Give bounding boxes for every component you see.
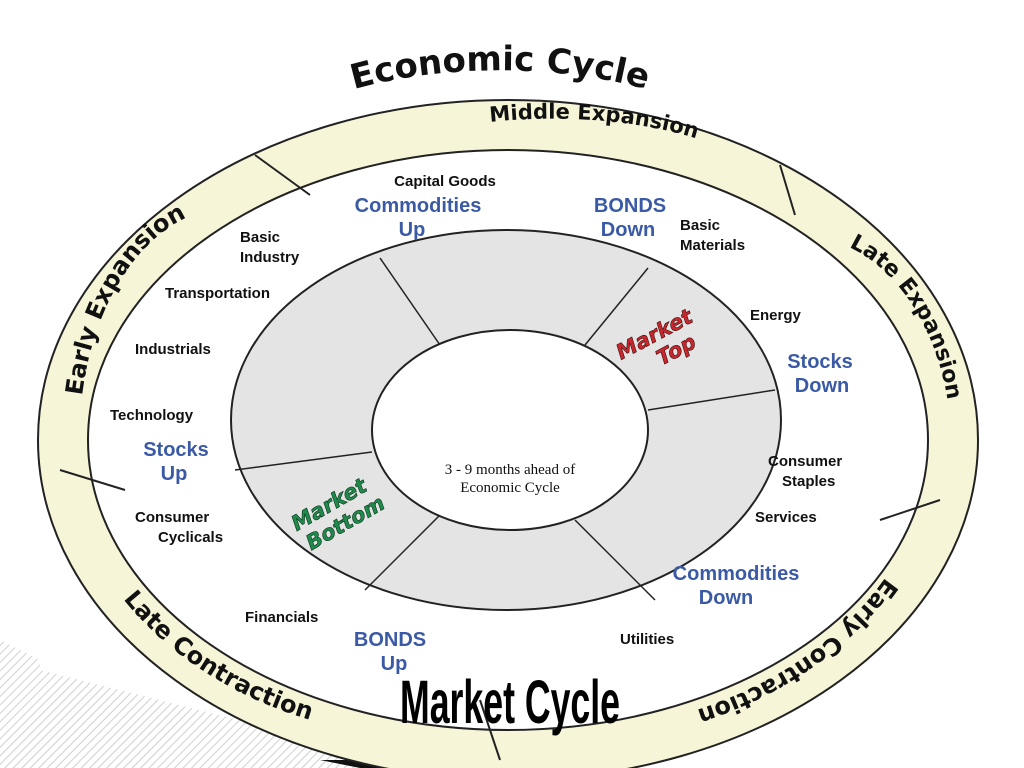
signal-commodities-up-line2: Up: [399, 219, 426, 241]
signal-stocks-down-line2: Down: [795, 375, 849, 397]
signal-bonds-up-line1: BONDS: [354, 629, 426, 651]
sector-basic-industry-line2: Industry: [240, 249, 300, 266]
signal-bonds-down-line1: BONDS: [594, 195, 666, 217]
sector-energy: Energy: [750, 307, 802, 324]
signal-stocks-down-line1: Stocks: [787, 351, 853, 373]
signal-bonds-up-line2: Up: [381, 653, 408, 675]
sector-consumer-cyclicals-line2: Cyclicals: [158, 529, 223, 546]
sector-financials: Financials: [245, 609, 318, 626]
sector-basic-materials-line1: Basic: [680, 217, 720, 234]
sector-services: Services: [755, 509, 817, 526]
sector-capital-goods: Capital Goods: [394, 173, 496, 190]
sector-industrials: Industrials: [135, 341, 211, 358]
center-subtitle-line1: 3 - 9 months ahead of: [445, 462, 575, 478]
signal-stocks-up-line2: Up: [161, 463, 188, 485]
sector-consumer-cyclicals-line1: Consumer: [135, 509, 209, 526]
signal-bonds-down-line2: Down: [601, 219, 655, 241]
sector-transportation: Transportation: [165, 285, 270, 302]
sector-consumer-staples-line2: Staples: [782, 473, 835, 490]
signal-commodities-down-line1: Commodities: [673, 563, 800, 585]
sector-utilities: Utilities: [620, 631, 674, 648]
signal-commodities-down-line2: Down: [699, 587, 753, 609]
diagram-title: Economic Cycle: [346, 39, 654, 98]
signal-stocks-up-line1: Stocks: [143, 439, 209, 461]
signal-commodities-up-line1: Commodities: [355, 195, 482, 217]
sector-consumer-staples-line1: Consumer: [768, 453, 842, 470]
sector-basic-materials-line2: Materials: [680, 237, 745, 254]
center-circle: [371, 329, 649, 531]
sector-basic-industry-line1: Basic: [240, 229, 280, 246]
center-subtitle-line2: Economic Cycle: [460, 480, 560, 496]
center-title: Market Cycle: [400, 669, 620, 737]
sector-technology: Technology: [110, 407, 194, 424]
